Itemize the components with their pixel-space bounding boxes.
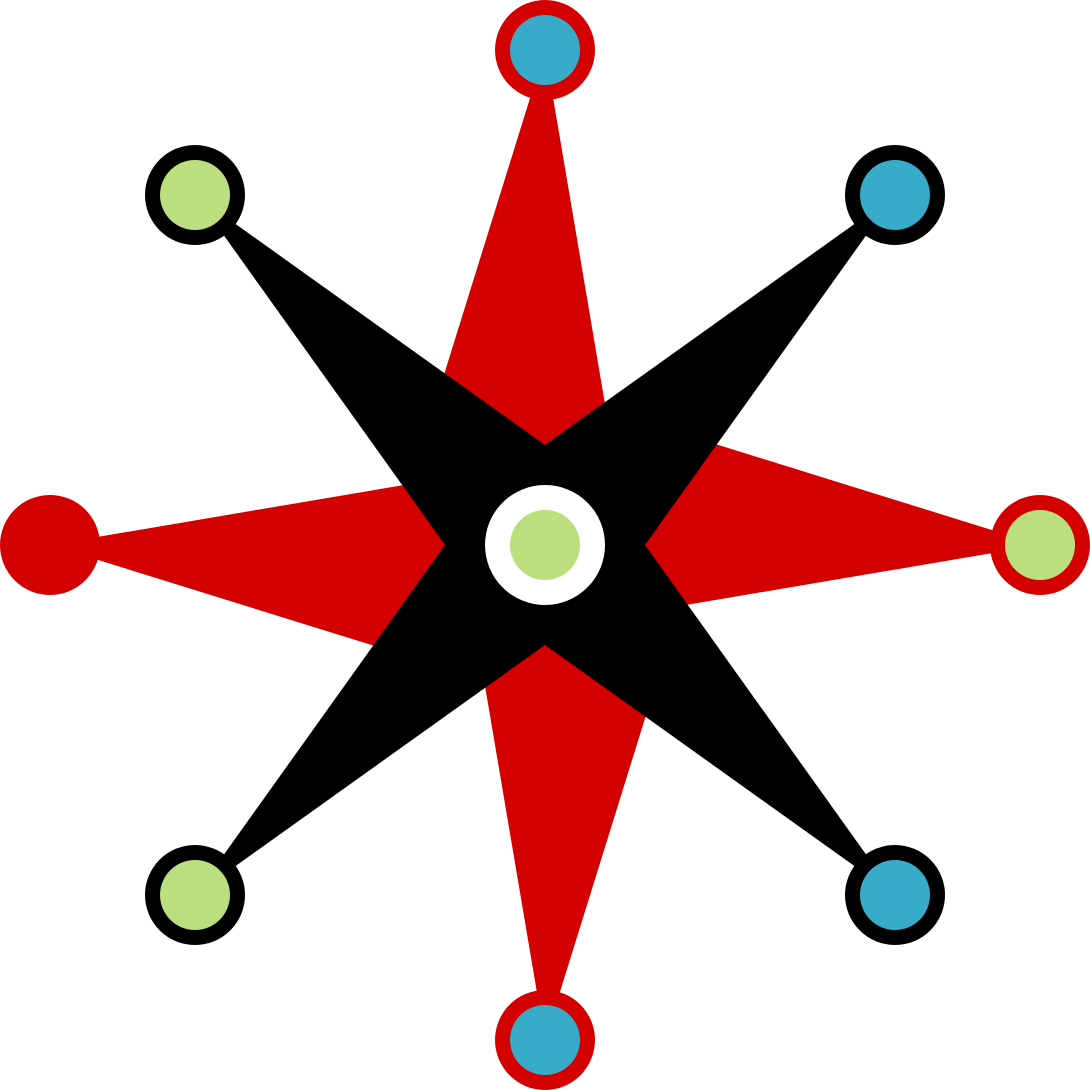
node-top-left (145, 145, 245, 245)
node-top-right-fill (860, 160, 930, 230)
node-bottom-left-fill (160, 860, 230, 930)
node-bottom-right (845, 845, 945, 945)
node-bottom-right-fill (860, 860, 930, 930)
node-bottom-left (145, 845, 245, 945)
node-top-right (845, 145, 945, 245)
node-top-left-fill (160, 160, 230, 230)
node-right (990, 495, 1090, 595)
node-top-fill (510, 15, 580, 85)
center-dot (510, 510, 580, 580)
node-left (0, 495, 100, 595)
node-right-fill (1005, 510, 1075, 580)
node-bottom-fill (510, 1005, 580, 1075)
node-top (495, 0, 595, 100)
node-bottom (495, 990, 595, 1090)
node-left-fill (15, 510, 85, 580)
